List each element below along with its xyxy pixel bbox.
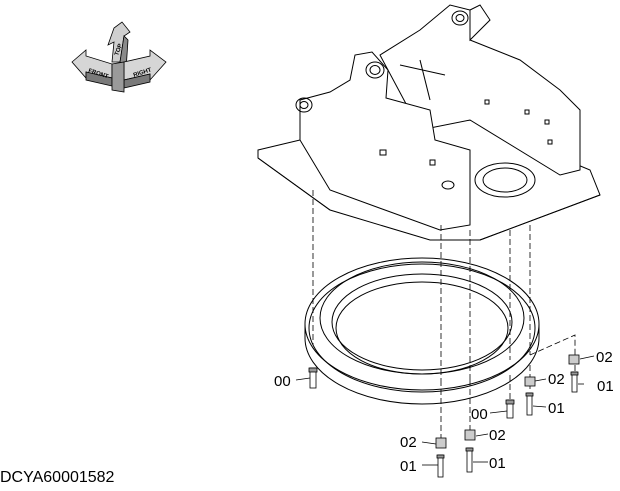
washer-02-right-upper [568,354,580,365]
washer-02-right-mid [524,376,536,387]
swing-center-hole [474,162,536,198]
orientation-top-label: TOP [114,43,124,57]
callout-01-bottom-right: 01 [489,455,506,472]
callout-00-left: 00 [274,373,291,390]
boom-pin-boss-right [365,61,385,79]
boom-pin-boss-left [295,97,313,113]
upper-frame [257,4,601,241]
swing-bearing [304,257,540,405]
leader-lines [295,355,595,466]
drawing-id: DCYA60001582 [0,469,115,486]
callout-01-right-upper: 01 [597,378,614,395]
callout-02-right-mid: 02 [548,371,565,388]
fasteners [308,354,580,478]
callout-01-bottom-left: 01 [400,458,417,475]
callout-01-right-mid: 01 [548,400,565,417]
orientation-right-label: RIGHT [133,67,153,79]
callout-02-bottom-right: 02 [489,427,506,444]
bolt-01-bottom-right [466,447,473,473]
washer-02-bottom-left [435,437,447,449]
orientation-arrows-icon [71,21,167,93]
washer-02-bottom-right [464,429,476,441]
callout-02-right-upper: 02 [596,349,613,366]
alignment-lines [312,190,576,440]
callout-00-mid: 00 [471,406,488,423]
top-pin-boss [451,10,469,26]
callout-02-bottom-left: 02 [400,434,417,451]
